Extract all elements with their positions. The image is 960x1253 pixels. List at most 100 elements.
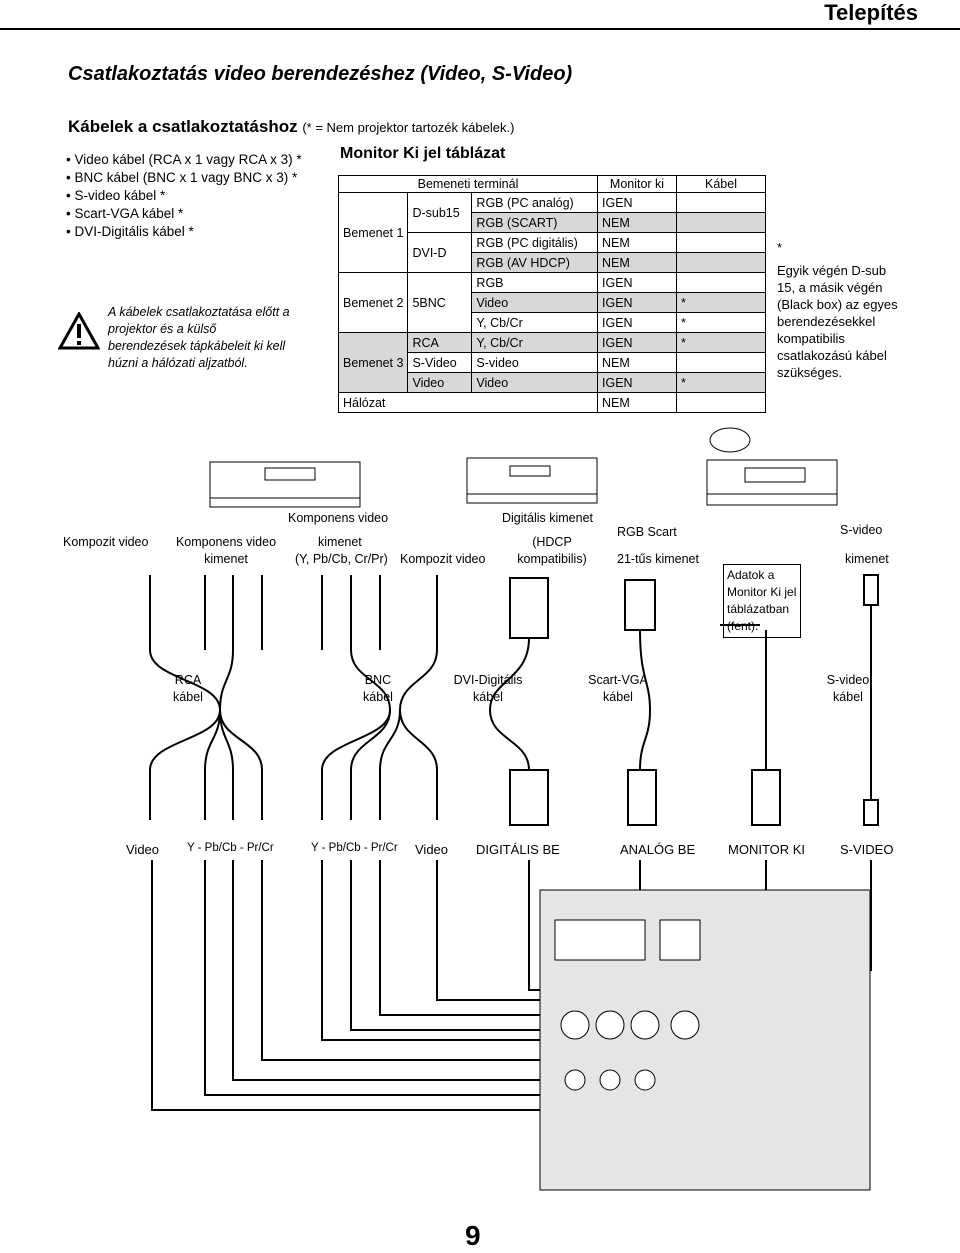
table-cell: IGEN	[597, 292, 677, 313]
table-row: Bemenet 1 D-sub15 RGB (PC analóg) IGEN	[337, 192, 766, 273]
cables-title-text: Kábelek a csatlakoztatáshoz	[68, 117, 298, 136]
table-cell: NEM	[597, 252, 677, 273]
table-cell: 5BNC	[407, 272, 473, 333]
table-cell: Video	[407, 372, 473, 393]
label-svideo-kimenet: kimenet	[845, 552, 889, 566]
monitor-table: Bemeneti terminál Monitor ki Kábel Bemen…	[337, 175, 766, 413]
cables-title: Kábelek a csatlakoztatáshoz (* = Nem pro…	[68, 117, 514, 137]
label-21-pin: 21-tűs kimenet	[617, 552, 699, 566]
label-rgb-scart: RGB Scart	[617, 525, 677, 539]
table-cell	[676, 352, 766, 373]
port-digital-in: DIGITÁLIS BE	[476, 842, 560, 857]
cable-list: Video kábel (RCA x 1 vagy RCA x 3) * BNC…	[66, 151, 302, 241]
table-cell: Video	[471, 372, 598, 393]
port-video: Video	[126, 842, 160, 857]
port-video-bnc: Video	[415, 842, 449, 857]
table-row: Y, Cb/Cr IGEN *	[339, 312, 766, 333]
cable-svideo: S-video kábel	[826, 673, 870, 704]
table-cell: *	[676, 312, 766, 333]
asterisk-marker: *	[777, 240, 783, 255]
dvd-device	[466, 457, 598, 504]
label-hdcp: (HDCP kompatibilis)	[517, 535, 587, 566]
table-cell: NEM	[597, 392, 677, 413]
warning-text: A kábelek csatlakoztatása előtt a projek…	[108, 305, 290, 370]
port-svideo: S-VIDEO	[840, 842, 894, 857]
header-section-title: Telepítés	[824, 0, 918, 25]
table-cell: Hálózat	[338, 392, 598, 413]
table-cell	[676, 272, 766, 293]
cable-scart: Scart-VGA kábel	[588, 673, 648, 704]
list-item: BNC kábel (BNC x 1 vagy BNC x 3) *	[66, 169, 302, 187]
media-device	[706, 427, 838, 506]
table-cell: NEM	[597, 232, 677, 253]
table-header: Monitor ki	[597, 175, 677, 193]
label-kompozit-video-2: Kompozit video	[400, 552, 486, 566]
table-row: S-Video S-video NEM	[339, 352, 766, 373]
list-item: Scart-VGA kábel *	[66, 205, 302, 223]
table-cell: D-sub15	[407, 192, 473, 233]
table-cell: IGEN	[597, 372, 677, 393]
table-cell: IGEN	[597, 272, 677, 293]
vcr-device	[209, 461, 361, 508]
table-cell: NEM	[597, 212, 677, 233]
projector-panel	[151, 860, 872, 1191]
table-cell: RGB (AV HDCP)	[471, 252, 598, 273]
label-komponens-video-2c: (Y, Pb/Cb, Cr/Pr)	[295, 552, 388, 566]
table-cell: *	[676, 372, 766, 393]
asterisk-note: Egyik végén D-sub 15, a másik végén (Bla…	[777, 263, 898, 380]
list-item: Video kábel (RCA x 1 vagy RCA x 3) *	[66, 151, 301, 169]
cables-upper	[149, 574, 879, 711]
table-cell: Bemenet 1	[337, 192, 409, 273]
table-cell	[676, 212, 766, 233]
table-cell: RGB (SCART)	[471, 212, 598, 233]
label-monitor-note: Adatok a Monitor Ki jel táblázatban (fen…	[723, 564, 801, 638]
cable-bnc: BNC kábel	[363, 673, 393, 704]
table-cell	[676, 392, 766, 413]
label-digitalis-kimenet: Digitális kimenet	[502, 511, 594, 525]
table-row: Bemenet 2 5BNC RGB IGEN	[337, 272, 766, 333]
list-item: S-video kábel *	[66, 187, 302, 205]
table-cell: NEM	[597, 352, 677, 373]
table-cell: IGEN	[597, 332, 677, 353]
table-cell: S-Video	[407, 352, 473, 373]
list-item: DVI-Digitális kábel *	[66, 223, 302, 241]
table-cell: IGEN	[597, 192, 677, 213]
table-cell: Video	[471, 292, 598, 313]
table-header: Kábel	[676, 175, 766, 193]
page-number: 9	[465, 1220, 481, 1251]
table-cell	[676, 232, 766, 253]
table-cell	[676, 192, 766, 213]
table-cell: S-video	[471, 352, 598, 373]
table-cell: RGB (PC analóg)	[471, 192, 598, 213]
port-monitor-out: MONITOR KI	[728, 842, 806, 857]
table-cell: Y, Cb/Cr	[471, 332, 598, 353]
cable-dvi: DVI-Digitális kábel	[453, 673, 523, 704]
port-ypbpr-bnc: Y - Pb/Cb - Pr/Cr	[311, 842, 398, 854]
connection-diagram	[149, 427, 879, 826]
label-komponens-video: Komponens video kimenet	[175, 535, 277, 566]
table-cell: RGB (PC digitális)	[471, 232, 598, 253]
label-svideo: S-video	[840, 523, 883, 537]
port-analog-in: ANALÓG BE	[620, 842, 696, 857]
table-cell: Y, Cb/Cr	[471, 312, 598, 333]
monitor-table-title: Monitor Ki jel táblázat	[340, 145, 506, 162]
header-rule	[0, 28, 960, 30]
table-cell: *	[676, 292, 766, 313]
label-komponens-video-2a: Komponens video	[288, 511, 389, 525]
label-kompozit-video: Kompozit video	[63, 535, 149, 549]
section-title: Csatlakoztatás video berendezéshez (Vide…	[68, 63, 573, 85]
port-ypbpr-rca: Y - Pb/Cb - Pr/Cr	[187, 842, 274, 854]
warning-icon	[58, 312, 100, 350]
table-cell: *	[676, 332, 766, 353]
cables-lower	[149, 624, 879, 826]
table-row: Hálózat NEM	[338, 392, 766, 413]
table-cell: Bemenet 2	[337, 272, 409, 333]
table-cell	[676, 252, 766, 273]
cable-rca: RCA kábel	[173, 673, 203, 704]
table-header: Bemeneti terminál	[338, 175, 598, 193]
table-cell: DVI-D	[407, 232, 473, 273]
table-row: Bemenet 3 RCA Y, Cb/Cr IGEN *	[337, 332, 766, 393]
table-cell: IGEN	[597, 312, 677, 333]
cables-note: (* = Nem projektor tartozék kábelek.)	[302, 120, 515, 135]
table-cell: RGB	[471, 272, 598, 293]
